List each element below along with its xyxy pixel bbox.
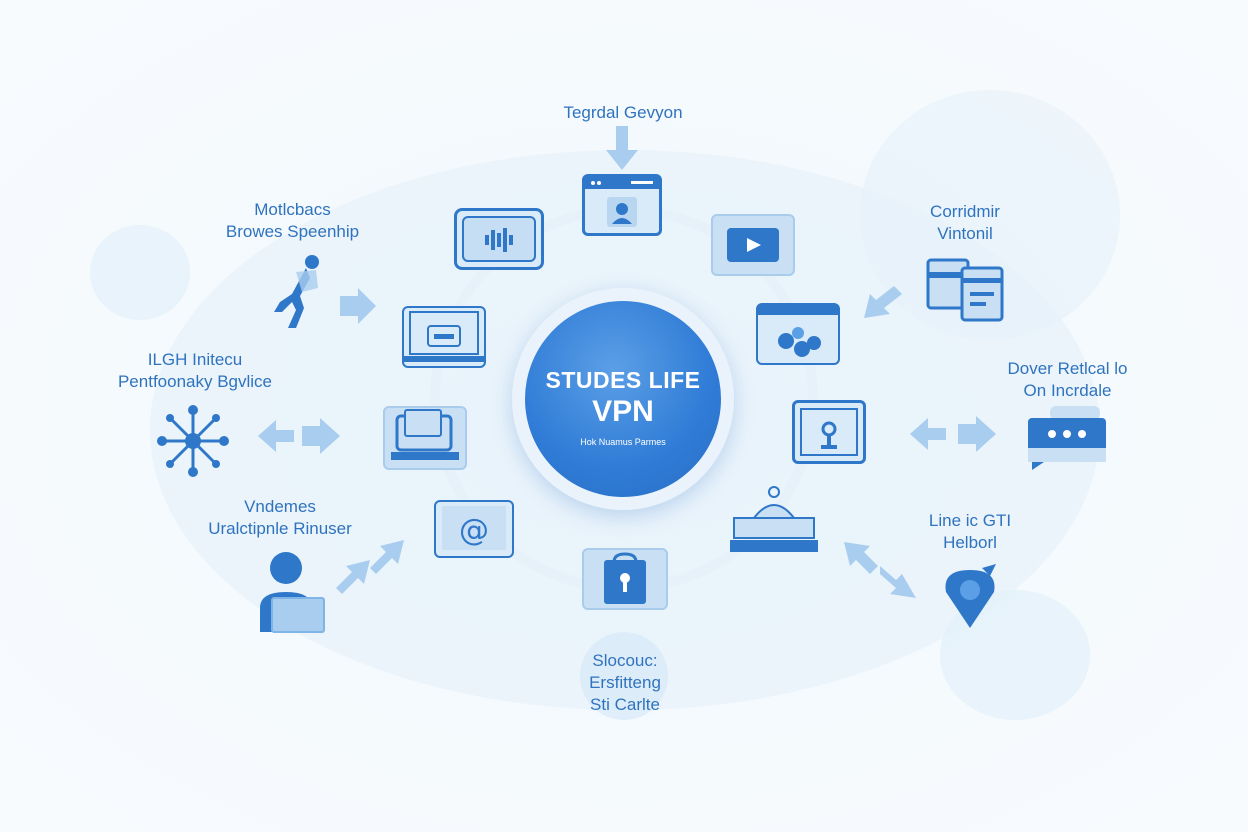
vpn-hub-core: STUDES LIFE VPN Hok Nuamus Parmes bbox=[525, 301, 721, 497]
label-right-1: Corridmir Vintonil bbox=[930, 202, 1000, 243]
label-right-3: Line ic GTI Helborl bbox=[928, 511, 1012, 552]
label-left-1: Motlcbacs Browes Speenhip bbox=[225, 200, 360, 241]
bg-blob bbox=[90, 225, 190, 320]
arrow-right-icon bbox=[844, 542, 916, 598]
hub-subtitle: Hok Nuamus Parmes bbox=[580, 437, 666, 447]
location-pin-icon bbox=[945, 564, 996, 628]
person-laptop-icon bbox=[260, 552, 325, 633]
arrow-down-icon bbox=[606, 126, 638, 170]
label-left-2: ILGH Initecu Pentfoonaky Bgvlice bbox=[117, 350, 273, 391]
bg-blob bbox=[580, 632, 668, 720]
svg-text:@: @ bbox=[459, 513, 489, 548]
label-right-2: Dover Retlcal lo On Incrdale bbox=[1007, 359, 1128, 400]
photos-icon bbox=[756, 303, 840, 365]
laptop-toolbox-icon bbox=[402, 306, 486, 368]
person-running-icon bbox=[274, 255, 319, 328]
router-icon bbox=[728, 484, 820, 556]
label-bottom: Slocouc: Ersfitteng Sti Carlte bbox=[589, 651, 661, 714]
hub-title-vpn: VPN bbox=[592, 395, 654, 428]
arrow-left-icon bbox=[864, 286, 902, 318]
browser-user-icon bbox=[582, 174, 662, 236]
devices-icon bbox=[926, 258, 1004, 322]
arrow-right-icon bbox=[340, 288, 376, 324]
key-lock-icon bbox=[792, 400, 866, 464]
padlock-icon bbox=[582, 548, 668, 610]
hub-title: STUDES LIFE bbox=[545, 367, 701, 393]
monitor-icon bbox=[383, 406, 467, 470]
vpn-hub: STUDES LIFE VPN Hok Nuamus Parmes bbox=[512, 288, 734, 510]
chat-bubble-icon bbox=[1028, 406, 1106, 470]
label-top: Tegrdal Gevyon bbox=[563, 103, 683, 122]
network-node-icon bbox=[157, 405, 229, 477]
play-card-icon bbox=[711, 214, 795, 276]
arrow-right-icon bbox=[258, 418, 340, 454]
audio-wave-icon bbox=[454, 208, 544, 270]
arrow-right-icon bbox=[336, 540, 404, 594]
arrow-right-icon bbox=[910, 416, 996, 452]
at-sign-icon: @ bbox=[434, 500, 514, 558]
label-left-3: Vndemes Uralctipnle Rinuser bbox=[208, 497, 352, 538]
